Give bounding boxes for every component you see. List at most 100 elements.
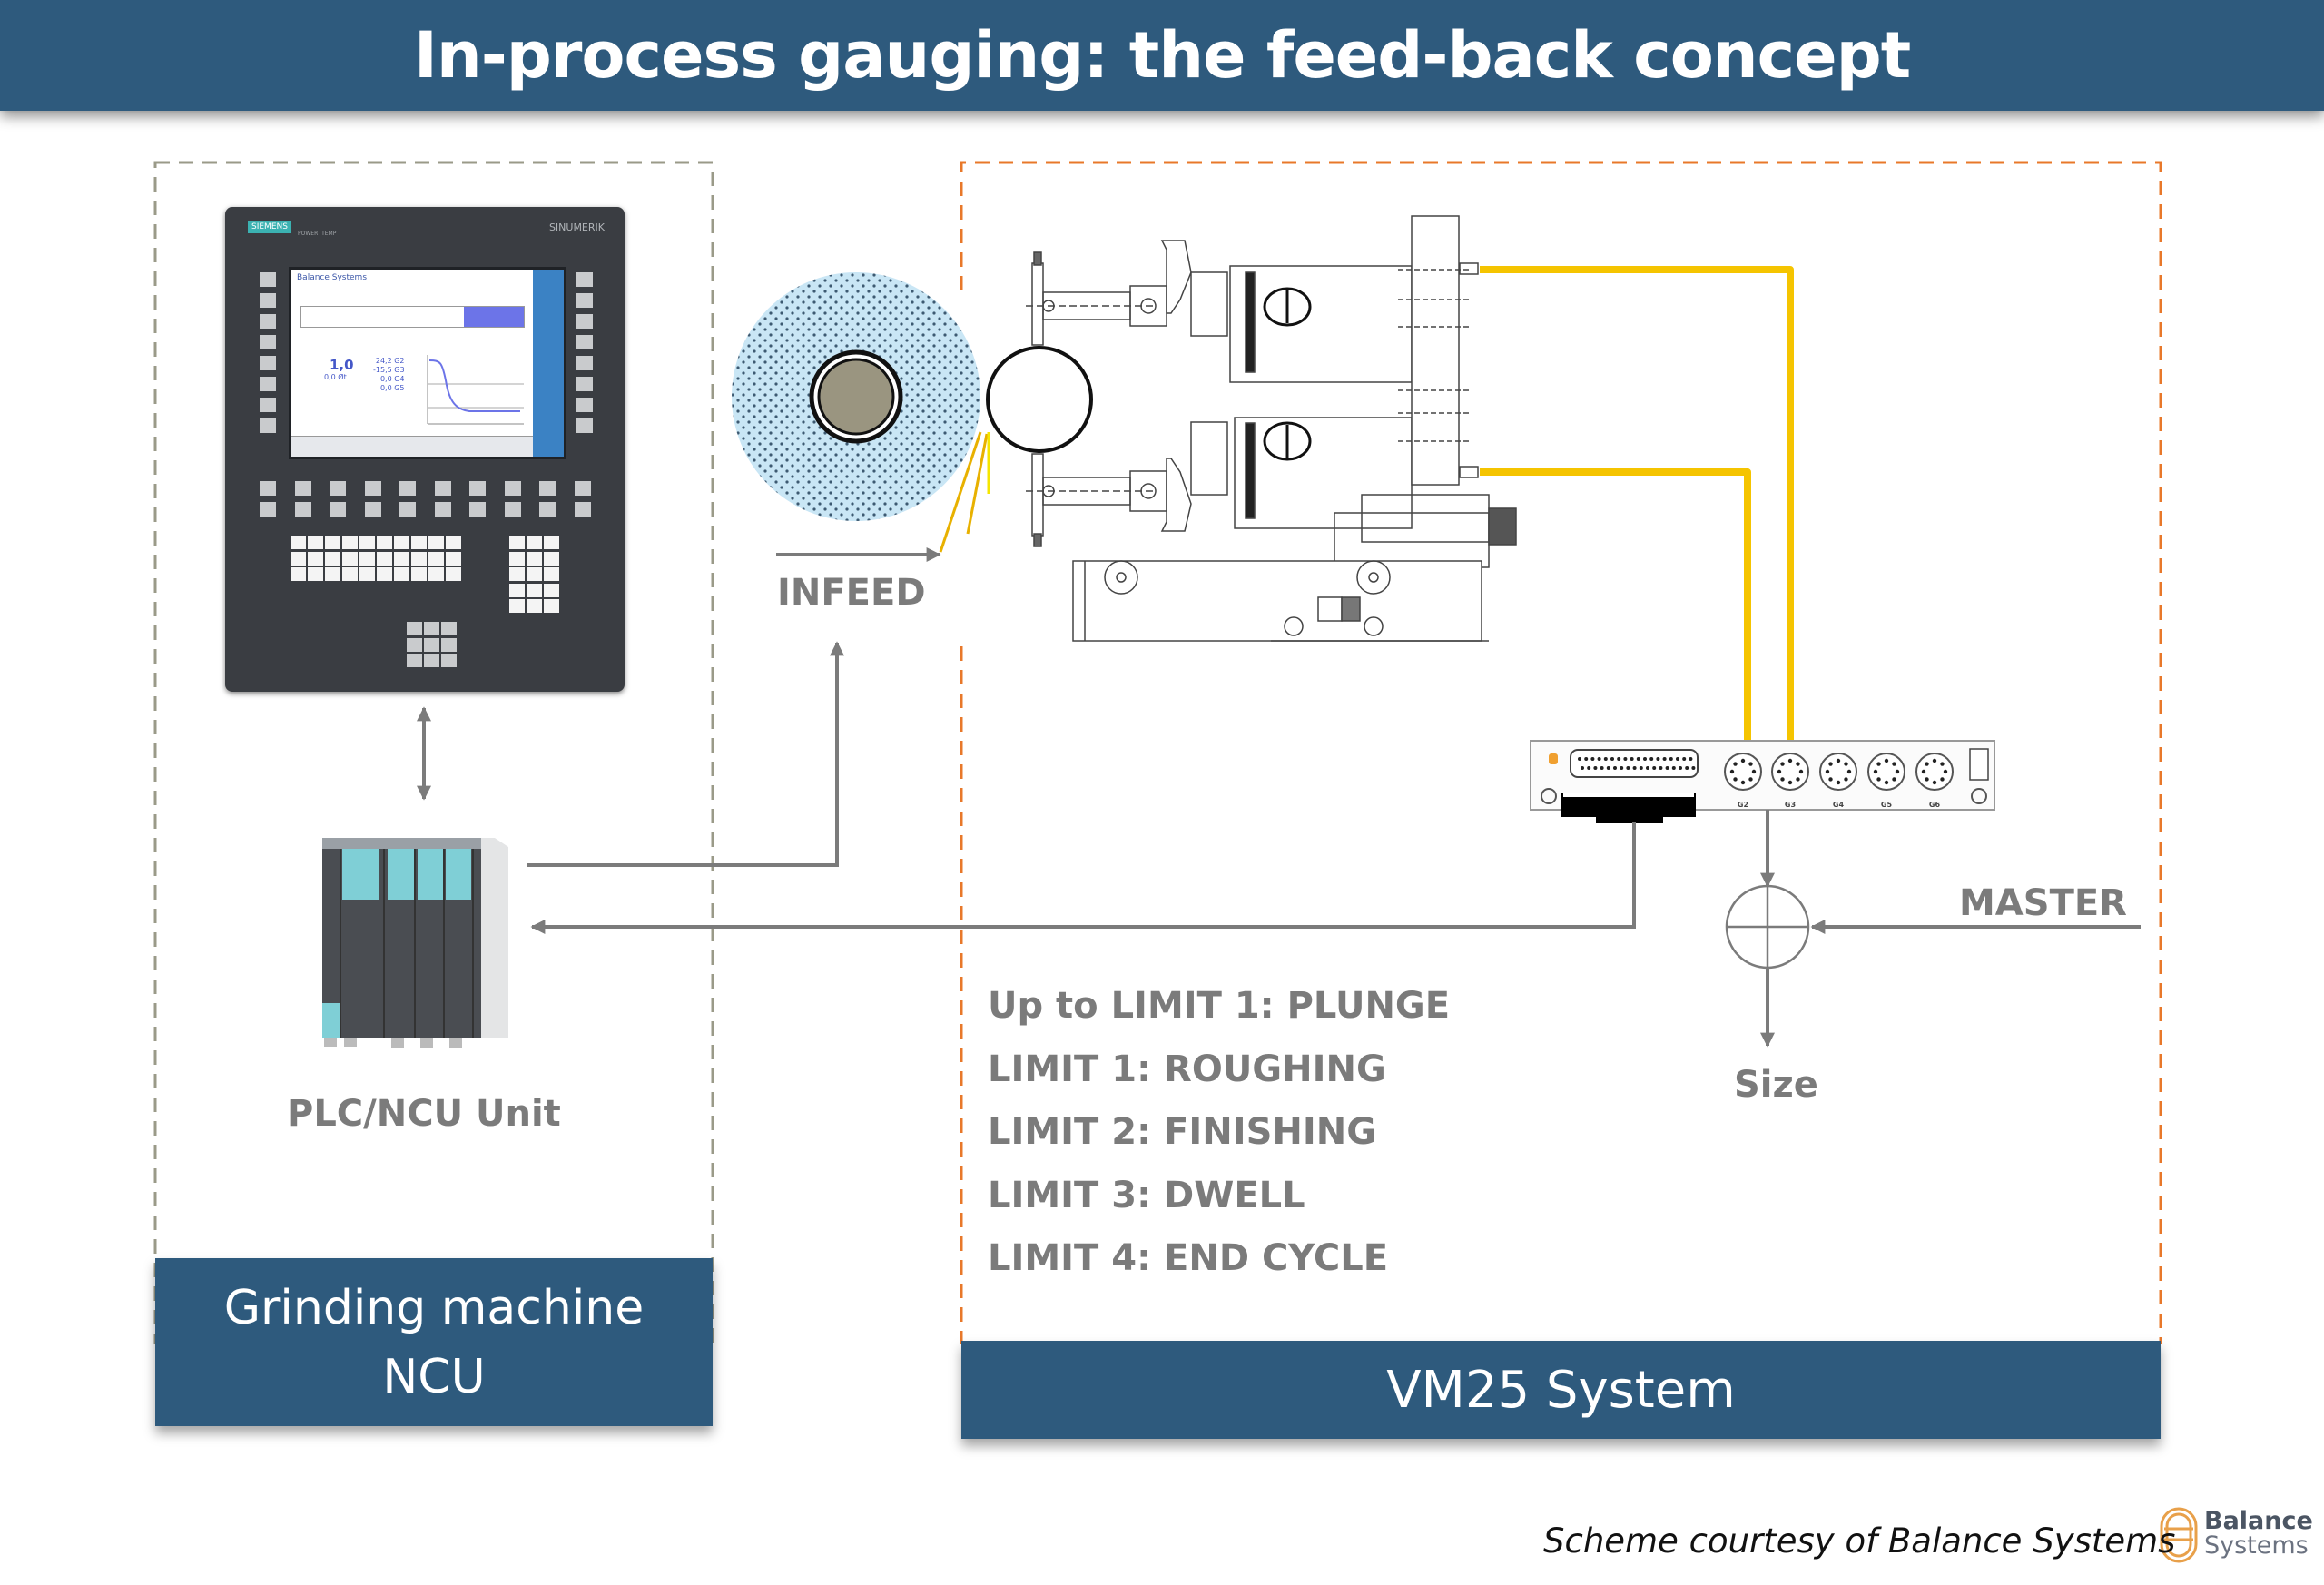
panel-numpad-key[interactable] <box>509 567 525 581</box>
panel-side-key[interactable] <box>260 293 276 308</box>
dsub-pin <box>1643 757 1647 761</box>
panel-function-key[interactable] <box>399 481 416 496</box>
panel-cursor-key[interactable] <box>441 654 457 667</box>
panel-numpad-key[interactable] <box>544 583 559 597</box>
panel-keyboard-key[interactable] <box>325 567 340 581</box>
panel-cursor-key[interactable] <box>407 637 422 652</box>
panel-keyboard-key[interactable] <box>377 551 392 566</box>
panel-keyboard-key[interactable] <box>325 536 340 549</box>
panel-function-key[interactable] <box>364 502 381 517</box>
panel-keyboard-key[interactable] <box>394 551 409 566</box>
panel-keyboard-key[interactable] <box>342 551 358 566</box>
panel-cursor-key[interactable] <box>407 654 422 667</box>
panel-keyboard-key[interactable] <box>308 567 323 581</box>
panel-function-key[interactable] <box>330 502 346 517</box>
connector-pin <box>1733 762 1738 766</box>
panel-keyboard-key[interactable] <box>411 567 427 581</box>
panel-keyboard-key[interactable] <box>411 551 427 566</box>
panel-keyboard-key[interactable] <box>290 567 306 581</box>
panel-numpad-key[interactable] <box>527 567 542 581</box>
panel-keyboard-key[interactable] <box>428 567 444 581</box>
panel-side-key[interactable] <box>260 418 276 433</box>
panel-numpad-key[interactable] <box>544 599 559 613</box>
panel-function-key[interactable] <box>399 502 416 517</box>
panel-keyboard-key[interactable] <box>359 536 375 549</box>
panel-side-key[interactable] <box>260 356 276 370</box>
panel-keyboard-key[interactable] <box>377 536 392 549</box>
panel-cursor-key[interactable] <box>424 637 439 652</box>
panel-numpad-key[interactable] <box>527 583 542 597</box>
panel-numpad-key[interactable] <box>544 536 559 549</box>
workpiece <box>986 346 1093 453</box>
panel-keyboard-key[interactable] <box>377 567 392 581</box>
panel-cursor-key[interactable] <box>441 622 457 635</box>
panel-keyboard-key[interactable] <box>290 551 306 566</box>
panel-cursor-key[interactable] <box>424 654 439 667</box>
panel-side-key[interactable] <box>260 272 276 287</box>
connector-pin <box>1777 769 1782 774</box>
panel-keyboard-key[interactable] <box>342 567 358 581</box>
panel-numpad-key[interactable] <box>544 551 559 566</box>
panel-function-key[interactable] <box>539 502 556 517</box>
panel-cursor-key[interactable] <box>407 622 422 635</box>
panel-side-key[interactable] <box>576 293 593 308</box>
panel-keyboard-key[interactable] <box>394 567 409 581</box>
connector-pin <box>1825 769 1830 774</box>
panel-keyboard-key[interactable] <box>290 536 306 549</box>
panel-side-key[interactable] <box>576 335 593 349</box>
panel-side-key[interactable] <box>576 418 593 433</box>
panel-keyboard-key[interactable] <box>428 551 444 566</box>
panel-side-key[interactable] <box>576 272 593 287</box>
panel-numpad-key[interactable] <box>509 551 525 566</box>
panel-side-key[interactable] <box>260 398 276 412</box>
panel-function-key[interactable] <box>330 481 346 496</box>
panel-function-key[interactable] <box>294 481 311 496</box>
panel-keyboard-key[interactable] <box>359 567 375 581</box>
panel-numpad-key[interactable] <box>527 536 542 549</box>
panel-side-key[interactable] <box>260 377 276 391</box>
panel-numpad-key[interactable] <box>527 599 542 613</box>
panel-function-key[interactable] <box>504 502 521 517</box>
dsub-pin <box>1662 757 1667 761</box>
panel-function-key[interactable] <box>260 502 276 517</box>
panel-keyboard-key[interactable] <box>411 536 427 549</box>
panel-keyboard-key[interactable] <box>446 567 461 581</box>
panel-numpad-key[interactable] <box>509 583 525 597</box>
panel-keyboard-key[interactable] <box>446 536 461 549</box>
panel-numpad-key[interactable] <box>509 536 525 549</box>
panel-keyboard-key[interactable] <box>308 551 323 566</box>
panel-keyboard-key[interactable] <box>428 536 444 549</box>
panel-function-key[interactable] <box>434 502 451 517</box>
panel-numpad-key[interactable] <box>527 551 542 566</box>
panel-function-key[interactable] <box>504 481 521 496</box>
panel-numpad-key[interactable] <box>509 599 525 613</box>
panel-function-key[interactable] <box>574 502 591 517</box>
panel-cursor-key[interactable] <box>424 622 439 635</box>
panel-function-key[interactable] <box>434 481 451 496</box>
panel-side-key[interactable] <box>576 356 593 370</box>
panel-side-key[interactable] <box>260 314 276 329</box>
panel-function-key[interactable] <box>364 481 381 496</box>
dsub-pin <box>1630 757 1634 761</box>
panel-function-key[interactable] <box>469 481 486 496</box>
panel-side-key[interactable] <box>260 335 276 349</box>
panel-keyboard-key[interactable] <box>446 551 461 566</box>
feedback-arrow <box>530 822 1636 934</box>
panel-function-key[interactable] <box>574 481 591 496</box>
panel-keyboard-key[interactable] <box>325 551 340 566</box>
master-label: MASTER <box>1959 882 2127 924</box>
panel-keyboard-key[interactable] <box>308 536 323 549</box>
panel-function-key[interactable] <box>260 481 276 496</box>
panel-cursor-key[interactable] <box>441 637 457 652</box>
panel-keyboard-key[interactable] <box>394 536 409 549</box>
panel-side-key[interactable] <box>576 377 593 391</box>
infeed-label: INFEED <box>777 572 926 614</box>
panel-side-key[interactable] <box>576 314 593 329</box>
panel-function-key[interactable] <box>469 502 486 517</box>
panel-function-key[interactable] <box>294 502 311 517</box>
panel-side-key[interactable] <box>576 398 593 412</box>
panel-keyboard-key[interactable] <box>359 551 375 566</box>
panel-keyboard-key[interactable] <box>342 536 358 549</box>
panel-numpad-key[interactable] <box>544 567 559 581</box>
panel-function-key[interactable] <box>539 481 556 496</box>
